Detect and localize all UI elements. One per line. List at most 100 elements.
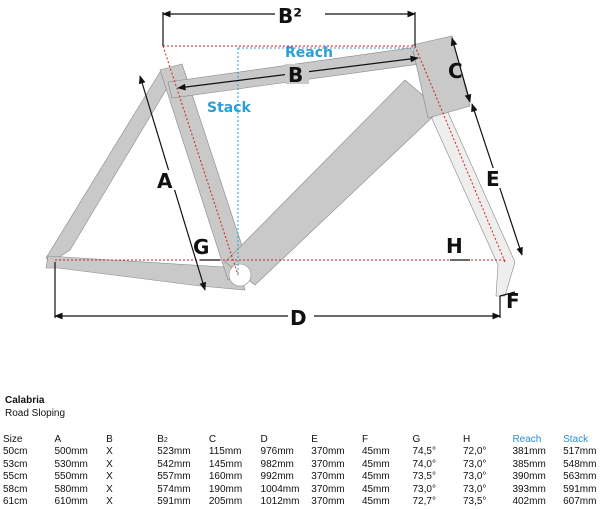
table-cell: 72,0° — [462, 446, 487, 458]
col-f: F — [361, 433, 369, 445]
table-cell: 370mm — [311, 446, 345, 458]
table-cell: 402mm — [512, 496, 546, 508]
table-cell: 982mm — [260, 458, 294, 470]
chain-stay — [45, 255, 246, 291]
geometry-table: Size A B B2 C D E F G H Reach Stack 50cm… — [3, 433, 603, 508]
table-cell: 190mm — [208, 483, 243, 495]
table-row: 55cm 550mm X 557mm 160mm 992mm 370mm 45mm 73,5° 7… — [3, 471, 603, 484]
label-stack: Stack — [207, 100, 252, 116]
table-cell: 580mm — [54, 483, 88, 495]
label-d: D — [290, 306, 307, 330]
table-cell: 548mm — [563, 458, 597, 470]
col-stack: Stack — [563, 433, 589, 445]
table-cell: 73,0° — [462, 471, 487, 483]
table-cell: X — [106, 458, 113, 470]
table-cell: X — [106, 446, 113, 458]
table-cell: 73,5° — [462, 496, 487, 508]
col-h: H — [462, 433, 471, 445]
table-cell: 574mm — [157, 483, 191, 495]
label-b2: B² — [278, 4, 302, 28]
frame-geometry-diagram: B² Reach B C Stack A E G H D F — [45, 4, 523, 330]
table-cell: 145mm — [208, 458, 243, 470]
dimension-lines — [54, 10, 523, 320]
table-cell: 45mm — [361, 483, 390, 495]
col-reach: Reach — [512, 433, 542, 445]
table-cell: 61cm — [3, 496, 28, 508]
col-d: D — [260, 433, 268, 445]
table-cell: 607mm — [563, 496, 597, 508]
table-cell: X — [106, 483, 113, 495]
table-cell: 385mm — [512, 458, 546, 470]
table-cell: 74,0° — [412, 458, 436, 470]
label-f: F — [506, 289, 520, 313]
table-cell: 370mm — [311, 458, 345, 470]
table-cell: 542mm — [157, 458, 191, 470]
table-cell: 500mm — [54, 446, 88, 458]
model-name: Calabria — [5, 395, 45, 406]
col-b2: B2 — [157, 433, 168, 445]
seat-stay — [45, 69, 179, 263]
table-cell: 557mm — [157, 471, 191, 483]
table-row: 50cm 500mm X 523mm 115mm 976mm 370mm 45mm 74,5° 7… — [3, 446, 603, 459]
table-header-row: Size A B B2 C D E F G H Reach Stack — [3, 433, 603, 446]
label-h: H — [446, 234, 463, 258]
label-g: G — [193, 235, 209, 259]
label-c: C — [448, 59, 463, 83]
table-cell: 74,5° — [412, 446, 436, 458]
model-info: Calabria Road Sloping — [5, 395, 65, 419]
table-cell: 73,5° — [412, 471, 436, 483]
table-cell: 523mm — [157, 446, 191, 458]
table-cell: 45mm — [361, 471, 390, 483]
col-e: E — [311, 433, 318, 445]
table-row: 53cm 530mm X 542mm 145mm 982mm 370mm 45mm 74,0° 7… — [3, 458, 603, 471]
col-size: Size — [3, 433, 23, 445]
col-b: B — [106, 433, 113, 445]
table-cell: 976mm — [260, 446, 294, 458]
table-cell: 1004mm — [260, 483, 300, 495]
table-cell: 370mm — [311, 471, 345, 483]
label-a: A — [157, 169, 173, 193]
table-cell: 115mm — [208, 446, 242, 458]
table-cell: 58cm — [3, 483, 28, 495]
table-cell: 73,0° — [412, 483, 436, 495]
table-cell: 517mm — [563, 446, 597, 458]
col-c: C — [208, 433, 217, 445]
down-tube — [224, 79, 441, 286]
table-cell: 45mm — [361, 446, 390, 458]
table-cell: 610mm — [54, 496, 88, 508]
label-e: E — [486, 167, 500, 191]
table-row: 58cm 580mm X 574mm 190mm 1004mm 370mm 45mm 73,0°… — [3, 483, 603, 496]
table-cell: X — [106, 471, 113, 483]
table-cell: 381mm — [512, 446, 546, 458]
table-cell: 563mm — [563, 471, 597, 483]
table-cell: 370mm — [311, 483, 345, 495]
table-cell: 992mm — [260, 471, 294, 483]
table-cell: 50cm — [3, 446, 28, 458]
table-cell: 73,0° — [462, 483, 487, 495]
label-b: B — [288, 63, 303, 87]
label-reach: Reach — [285, 45, 333, 61]
table-cell: 55cm — [3, 471, 28, 483]
model-type: Road Sloping — [5, 408, 66, 419]
col-a: A — [54, 433, 62, 445]
table-cell: 53cm — [3, 458, 28, 470]
table-cell: 530mm — [54, 458, 88, 470]
table-cell: 160mm — [208, 471, 243, 483]
table-cell: 1012mm — [260, 496, 300, 508]
bottom-bracket — [228, 263, 252, 287]
table-cell: 591mm — [157, 496, 191, 508]
dimension-labels: B² Reach B C Stack A E G H D F — [155, 4, 520, 330]
col-g: G — [412, 433, 421, 445]
fork — [427, 107, 516, 297]
table-cell: 390mm — [512, 471, 546, 483]
table-cell: 370mm — [311, 496, 345, 508]
table-cell: 45mm — [361, 458, 390, 470]
table-cell: 550mm — [54, 471, 88, 483]
table-cell: 591mm — [563, 483, 597, 495]
table-cell: 73,0° — [462, 458, 487, 470]
table-cell: 45mm — [361, 496, 390, 508]
table-cell: 393mm — [512, 483, 546, 495]
table-cell: X — [106, 496, 113, 508]
table-cell: 72,7° — [412, 496, 436, 508]
